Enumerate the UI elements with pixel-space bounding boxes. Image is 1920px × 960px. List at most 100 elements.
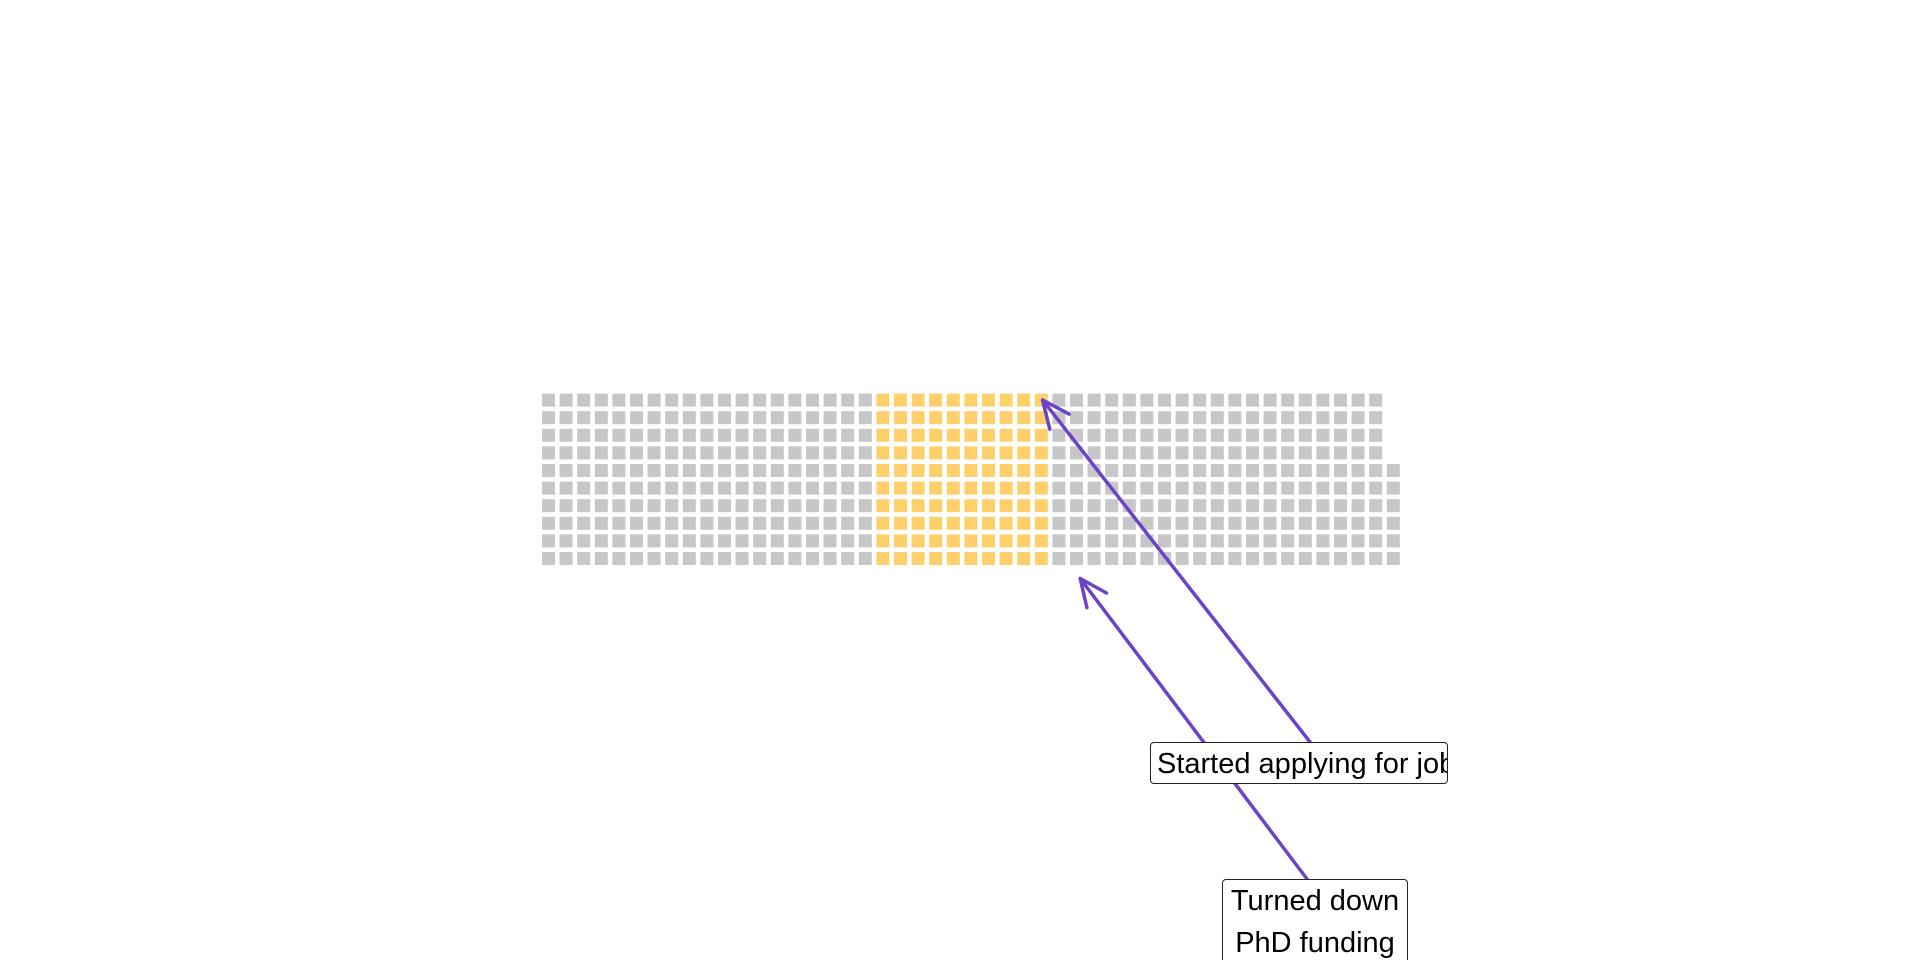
waffle-cell-highlighted [946, 393, 960, 407]
waffle-cell [682, 534, 696, 548]
waffle-cell [542, 516, 555, 530]
waffle-cell [1052, 516, 1066, 530]
waffle-cell [612, 516, 626, 530]
waffle-cell-highlighted [946, 516, 960, 530]
waffle-cell [1369, 534, 1383, 548]
waffle-cell [559, 516, 573, 530]
waffle-cell-highlighted [999, 393, 1013, 407]
waffle-cell [559, 552, 573, 565]
waffle-cell [841, 393, 855, 407]
waffle-cell [718, 481, 731, 495]
waffle-cell-highlighted [1034, 516, 1048, 530]
waffle-cell [1193, 428, 1207, 442]
waffle-cell-highlighted [999, 428, 1013, 442]
waffle-cell [700, 428, 714, 442]
waffle-cell [577, 411, 591, 425]
waffle-cell [612, 534, 626, 548]
waffle-cell [682, 428, 696, 442]
waffle-cell [1246, 411, 1259, 425]
waffle-cell [1175, 393, 1189, 407]
waffle-cell [1298, 446, 1312, 460]
waffle-cell-highlighted [1034, 534, 1048, 548]
waffle-cell [542, 481, 555, 495]
waffle-cell [1246, 552, 1259, 565]
waffle-cell [1386, 464, 1400, 477]
waffle-cell [665, 446, 679, 460]
waffle-cell-highlighted [1034, 464, 1048, 477]
waffle-cell [1052, 534, 1066, 548]
waffle-cell [1175, 534, 1189, 548]
waffle-cell [788, 534, 802, 548]
waffle-cell-highlighted [894, 516, 907, 530]
waffle-cell [682, 464, 696, 477]
waffle-cell [1105, 393, 1119, 407]
waffle-cell [753, 446, 767, 460]
waffle-cell [1281, 411, 1295, 425]
waffle-cell [1193, 499, 1207, 513]
waffle-cell-highlighted [911, 428, 925, 442]
waffle-cell-highlighted [1034, 499, 1048, 513]
waffle-cell-highlighted [876, 534, 890, 548]
waffle-cell [612, 499, 626, 513]
waffle-cell-highlighted [1017, 428, 1031, 442]
waffle-cell [788, 411, 802, 425]
waffle-cell [1386, 481, 1400, 495]
waffle-cell [806, 464, 819, 477]
waffle-cell-highlighted [894, 464, 907, 477]
waffle-cell [542, 393, 555, 407]
waffle-cell [1140, 446, 1154, 460]
waffle-cell [1158, 516, 1171, 530]
waffle-cell [1193, 481, 1207, 495]
waffle-cell [770, 516, 784, 530]
waffle-cell [806, 499, 819, 513]
waffle-cell [823, 411, 837, 425]
waffle-cell [1193, 464, 1207, 477]
waffle-cell [1105, 499, 1119, 513]
waffle-cell [665, 499, 679, 513]
waffle-cell-highlighted [876, 516, 890, 530]
waffle-cell-highlighted [982, 552, 995, 565]
waffle-cell [1122, 552, 1136, 565]
waffle-cell [1052, 428, 1066, 442]
waffle-cell-highlighted [911, 464, 925, 477]
waffle-cell-highlighted [982, 516, 995, 530]
waffle-cell [1070, 499, 1083, 513]
waffle-cell-highlighted [982, 428, 995, 442]
waffle-cell-highlighted [946, 499, 960, 513]
waffle-cell [630, 516, 643, 530]
waffle-cell-highlighted [946, 552, 960, 565]
waffle-cell-highlighted [911, 499, 925, 513]
waffle-cell [1052, 499, 1066, 513]
waffle-cell [1334, 499, 1347, 513]
waffle-cell-highlighted [876, 428, 890, 442]
waffle-cell [1070, 534, 1083, 548]
waffle-cell [1351, 481, 1365, 495]
waffle-cell [630, 411, 643, 425]
waffle-cell [1140, 393, 1154, 407]
waffle-cell [841, 411, 855, 425]
waffle-cell-highlighted [894, 428, 907, 442]
waffle-cell [1246, 446, 1259, 460]
waffle-cell [542, 552, 555, 565]
waffle-cell [1281, 446, 1295, 460]
waffle-cell [753, 516, 767, 530]
waffle-cell [594, 393, 608, 407]
waffle-cell [647, 428, 661, 442]
waffle-cell [1210, 499, 1224, 513]
waffle-cell [647, 534, 661, 548]
waffle-cell [823, 499, 837, 513]
waffle-cell [1228, 446, 1242, 460]
waffle-cell [1263, 516, 1277, 530]
waffle-cell [806, 446, 819, 460]
waffle-cell [682, 393, 696, 407]
waffle-cell [1122, 481, 1136, 495]
waffle-cell [1052, 464, 1066, 477]
waffle-cell [647, 552, 661, 565]
waffle-cell [1158, 428, 1171, 442]
waffle-cell [1281, 499, 1295, 513]
waffle-cell-highlighted [1017, 464, 1031, 477]
waffle-cell [647, 499, 661, 513]
waffle-cell [665, 393, 679, 407]
waffle-cell-highlighted [1034, 428, 1048, 442]
